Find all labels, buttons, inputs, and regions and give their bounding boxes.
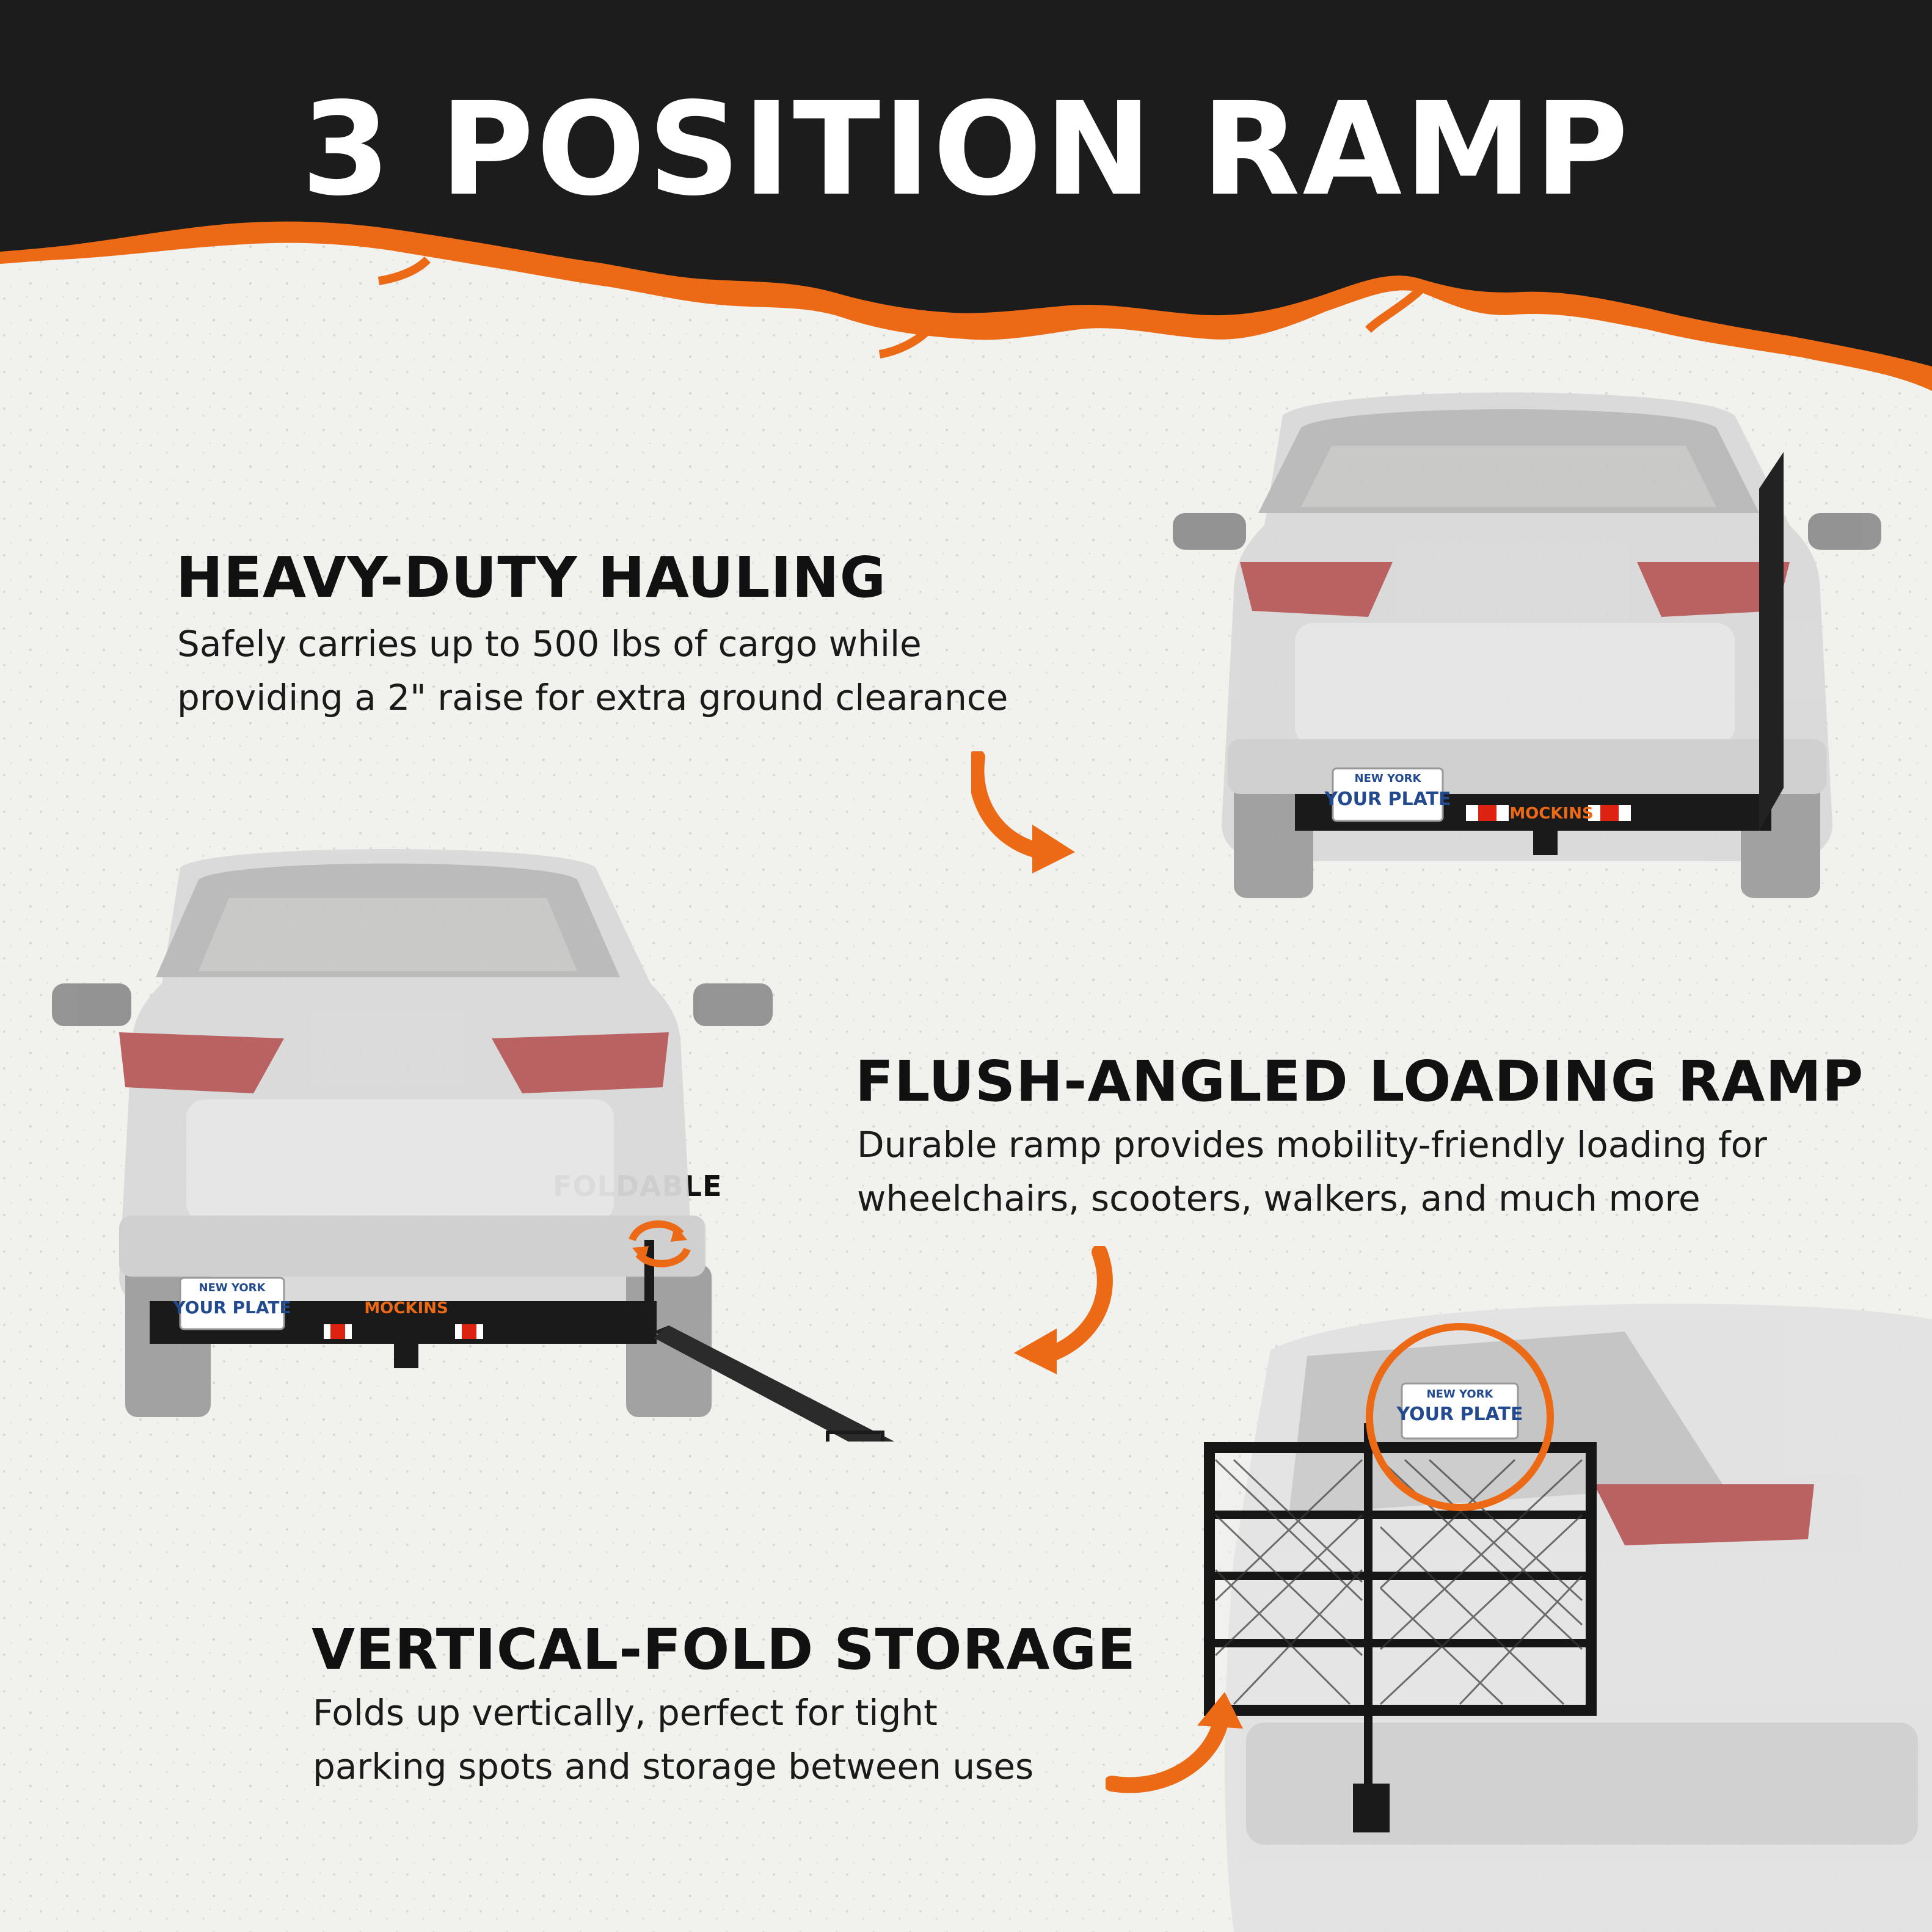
svg-text:MOCKINS: MOCKINS: [364, 1299, 448, 1318]
rotate-arrows-icon: [629, 1220, 691, 1267]
car-deployed-ramp-image: NEW YORK YOUR PLATE MOCKINS: [52, 849, 895, 1442]
svg-text:NEW YORK: NEW YORK: [199, 1281, 266, 1294]
car-upright-ramp-image: NEW YORK YOUR PLATE MOCKINS: [1173, 392, 1881, 898]
page-title: 3 POSITION RAMP: [301, 75, 1631, 224]
feature-description-storage: Folds up vertically, perfect for tight p…: [313, 1686, 1033, 1793]
feature-heading-ramp: FLUSH-ANGLED LOADING RAMP: [855, 1049, 1864, 1114]
car-vertical-fold-image: NEW YORK YOUR PLATE: [1204, 1303, 1932, 1932]
svg-text:MOCKINS: MOCKINS: [1509, 804, 1593, 823]
description-line: wheelchairs, scooters, walkers, and much…: [857, 1178, 1701, 1219]
description-line: Durable ramp provides mobility-friendly …: [857, 1124, 1767, 1165]
svg-text:NEW YORK: NEW YORK: [1355, 772, 1422, 785]
feature-heading-hauling: HEAVY-DUTY HAULING: [176, 545, 887, 610]
curved-arrow-icon: [1014, 1246, 1113, 1374]
feature-description-ramp: Durable ramp provides mobility-friendly …: [857, 1118, 1767, 1225]
feature-description-hauling: Safely carries up to 500 lbs of cargo wh…: [177, 617, 1008, 724]
description-line: parking spots and storage between uses: [313, 1746, 1034, 1787]
svg-text:NEW YORK: NEW YORK: [1427, 1388, 1494, 1401]
curved-arrow-icon: [971, 751, 1075, 873]
svg-text:YOUR PLATE: YOUR PLATE: [1396, 1404, 1523, 1425]
curved-arrow-icon: [1106, 1692, 1243, 1793]
description-line: providing a 2" raise for extra ground cl…: [177, 677, 1008, 718]
description-line: Safely carries up to 500 lbs of cargo wh…: [177, 623, 922, 665]
feature-heading-storage: VERTICAL-FOLD STORAGE: [312, 1617, 1136, 1682]
svg-text:YOUR PLATE: YOUR PLATE: [172, 1297, 291, 1318]
header-band: [0, 0, 1932, 391]
svg-text:YOUR PLATE: YOUR PLATE: [1324, 789, 1451, 810]
description-line: Folds up vertically, perfect for tight: [313, 1692, 938, 1733]
